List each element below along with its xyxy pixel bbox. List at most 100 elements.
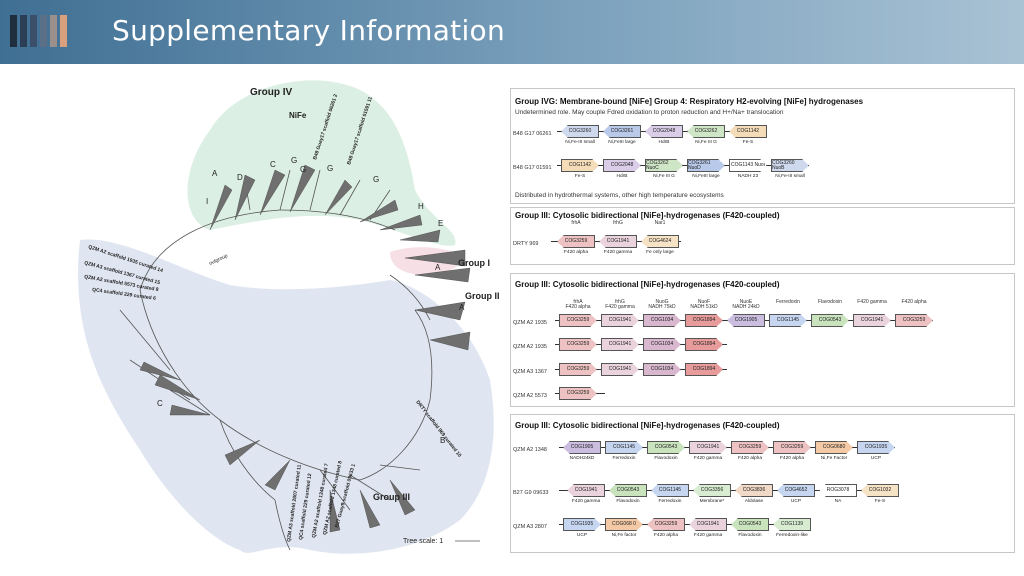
gene-top-label: frhG (613, 220, 623, 226)
clade-label-e: E (438, 219, 443, 228)
logo-bar (10, 15, 17, 47)
outgroup-label: outgroup (208, 253, 229, 267)
gene-label: UCP (790, 499, 802, 504)
group-iii-region (78, 239, 494, 554)
gene-row: QZM A3 1367 COG3259 COG1941 COG1034 COG1… (511, 361, 1016, 401)
gene-labels: F420 gamma Flavodoxin Ferredoxin Membran… (567, 499, 899, 504)
gene-arrow: COG3259 (895, 314, 933, 327)
gene-cluster: COG1905 COG1145 COG0543 COG1941 COG3259 … (563, 441, 895, 454)
gene-arrow: COG1142 (729, 125, 767, 138)
clade-label-g: G (300, 165, 306, 174)
gene-arrow: COG3259 (559, 363, 597, 376)
gene-label: Flavodoxin (738, 533, 762, 538)
gene-label: NADH24kD (569, 456, 595, 461)
gene-label: Ni,Fe III G (653, 174, 675, 179)
logo-bar (20, 15, 27, 47)
gene-arrow: COG1145 (769, 314, 807, 327)
gene-label: Flavodoxin (616, 499, 640, 504)
gene-arrow: COG3356 (693, 484, 731, 497)
gene-top-label: Ferredoxin (776, 299, 800, 305)
phylogenetic-tree: Group IV Group I Group II Group III NiFe… (78, 80, 500, 554)
gene-labels: UCP Ni,Fe factor F420 alpha F420 gamma F… (563, 533, 811, 538)
panel-title: Group IVG: Membrane-bound [NiFe] Group 4… (515, 97, 864, 106)
gene-row: B27 G9 09633 COG1941 COG0543 COG1145 COG… (511, 482, 1016, 522)
gene-label: F420 gamma (693, 456, 723, 461)
logo-bar (30, 15, 37, 47)
panel-group-ivg: Group IVG: Membrane-bound [NiFe] Group 4… (510, 88, 1015, 204)
gene-arrow: COG1034 (643, 338, 681, 351)
gene-arrow: COG2048 (603, 159, 641, 172)
logo-bar (60, 15, 67, 47)
gene-row: QZM A2 1935 frhA F420 alpha frhG F420 ga… (511, 299, 1016, 352)
gene-arrow: COG3260 NuoB (771, 159, 809, 172)
gene-label: Ni,Fe factor (611, 533, 637, 538)
gene-arrow: COG1143 NuoI (729, 159, 767, 172)
gene-label: UCP (576, 533, 588, 538)
logo-bars (10, 15, 67, 47)
gene-arrow: COG3261 (603, 125, 641, 138)
gene-cluster: COG1941 COG0543 COG1145 COG3356 COG3836 … (567, 484, 899, 497)
gene-arrow: COG3260 (561, 125, 599, 138)
gene-label: HdrB (616, 174, 628, 179)
group-i-label: Group I (458, 258, 490, 268)
gene-top-labels: frhA F420 alpha frhG F420 gamma NuoG NAD… (559, 299, 933, 311)
gene-arrow: COG1894 (685, 314, 723, 327)
gene-label: F420 alpha (779, 456, 804, 461)
header-banner: Supplementary Information (0, 0, 1024, 64)
gene-label: Ferredoxin (612, 456, 636, 461)
gene-label: Ferredoxin (658, 499, 682, 504)
gene-arrow: COG1894 (685, 363, 723, 376)
gene-label: F420 alpha (653, 533, 678, 538)
gene-label: F420 alpha (737, 456, 762, 461)
gene-arrow: COG1941 (601, 338, 639, 351)
gene-top-label: Flavodoxin (817, 299, 843, 305)
clade-label-a: A (212, 169, 218, 178)
row-label: QZM A3 2807 (513, 524, 547, 530)
panel-title: Group III: Cytosolic bidirectional [NiFe… (515, 280, 780, 289)
gene-cluster: COG3259 COG1941 COG1034 COG1894 (559, 363, 723, 376)
gene-cluster: COG1935 COG068 0 COG3259 COG1941 COG0543… (563, 518, 811, 531)
gene-cluster: COG3259 COG1941 COG1034 COG1894 (559, 338, 723, 351)
gene-top-label: F420 gamma (857, 299, 887, 305)
gene-arrow: COG4652 (777, 484, 815, 497)
gene-arrow: COG1142 (561, 159, 599, 172)
clade-label-g: G (327, 164, 333, 173)
gene-arrow: COG0543 (811, 314, 849, 327)
row-label: QZM A2 1935 (513, 344, 547, 350)
gene-top-label: frhA (571, 220, 581, 226)
gene-label: Ni,FeIII large (692, 174, 720, 179)
gene-labels: NADH24kD Ferredoxin Flavodoxin F420 gamm… (563, 456, 895, 461)
gene-label: F420 gamma (571, 499, 601, 504)
gene-arrow: COG1935 (857, 441, 895, 454)
gene-arrow: COG1032 (861, 484, 899, 497)
gene-arrow: COG1941 (601, 363, 639, 376)
gene-label: Aldolase (744, 499, 764, 504)
row-label: DRTY 969 (513, 241, 539, 247)
gene-arrow: COG3261 NuoD (687, 159, 725, 172)
gene-cluster: COG3259 (559, 387, 597, 400)
gene-top-label: NuoE NADH 24kD (732, 299, 760, 311)
gene-arrow: COG1941 (599, 235, 637, 248)
row-label: B48 G17 01591 (513, 165, 552, 171)
group-iii-label: Group III (373, 492, 410, 502)
gene-label: Fe-S (574, 174, 586, 179)
gene-arrow: COG1941 (567, 484, 605, 497)
gene-labels: Fe-S HdrB Ni,Fe III G Ni,FeIII large NAD… (561, 174, 809, 179)
panel-title: Group III: Cytosolic bidirectional [NiFe… (515, 421, 780, 430)
panel-note: Distributed in hydrothermal systems, oth… (515, 192, 724, 199)
gene-row: QZM A2 1935 COG3259 COG1941 COG1034 COG1… (511, 336, 1016, 376)
row-label: QZM A2 5573 (513, 393, 547, 399)
gene-arrow: COG1034 (643, 363, 681, 376)
gene-arrow: COG3259 (559, 338, 597, 351)
gene-arrow: COG1145 (651, 484, 689, 497)
gene-arrow: COG0543 (647, 441, 685, 454)
gene-top-labels: frhA frhG Nar1 (557, 220, 679, 226)
gene-top-label: F420 alpha (901, 299, 927, 305)
gene-label: HdrB (658, 140, 670, 145)
gene-label: F420 gamma (693, 533, 723, 538)
panel-group-iii-qzm: Group III: Cytosolic bidirectional [NiFe… (510, 273, 1015, 407)
logo-bar (40, 15, 47, 47)
gene-arrow: COG3259 (773, 441, 811, 454)
gene-label: F420 gamma (603, 250, 633, 255)
row-line (559, 524, 811, 525)
